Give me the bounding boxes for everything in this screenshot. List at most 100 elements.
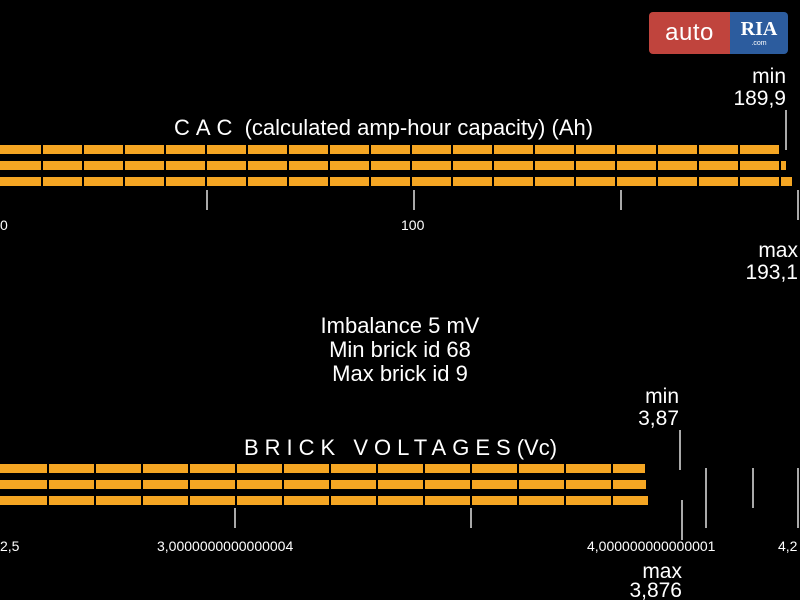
voltage-bar-segment (94, 496, 96, 505)
cac-bar-segment (574, 177, 576, 186)
cac-bar-segment (82, 177, 84, 186)
voltage-bar-segment (564, 496, 566, 505)
cac-axis-label-0: 0 (0, 217, 8, 233)
cac-bar-segment (41, 145, 43, 154)
voltage-bar-segment (235, 480, 237, 489)
watermark-ria-text: RIA (740, 18, 778, 40)
voltage-bar-segment (47, 464, 49, 473)
cac-bar-segment (492, 177, 494, 186)
cac-bar-segment (410, 145, 412, 154)
voltage-title-unit: (Vc) (516, 435, 558, 460)
voltage-bar-segment (188, 496, 190, 505)
cac-bar-segment (410, 161, 412, 170)
cac-bar-segment (533, 145, 535, 154)
cac-bar-segment (205, 161, 207, 170)
min-brick-id-text: Min brick id 68 (329, 337, 471, 362)
cac-axis-tick-50 (206, 190, 208, 210)
cac-bar-segment (533, 177, 535, 186)
cac-min-value: 189,9 (733, 87, 786, 110)
cac-bar-segment (123, 161, 125, 170)
cac-bar-segment (779, 161, 781, 170)
voltage-bar-segment (188, 480, 190, 489)
voltage-bar-segment (470, 464, 472, 473)
voltage-bar-segment (611, 480, 613, 489)
cac-bar-segment (287, 145, 289, 154)
voltage-bar-segment (423, 496, 425, 505)
voltage-bar-2 (0, 480, 646, 489)
voltage-bar-segment (376, 496, 378, 505)
voltage-max-value: 3,876 (629, 579, 682, 600)
cac-bar-3 (0, 177, 792, 186)
voltage-bar-segment (376, 480, 378, 489)
imbalance-text: Imbalance 5 mV (320, 313, 480, 338)
voltage-max-label: max (642, 560, 682, 583)
watermark-ria-sub: .com (751, 40, 767, 47)
cac-bar-segment (656, 177, 658, 186)
voltage-bar-segment (470, 480, 472, 489)
voltage-bar-segment (141, 464, 143, 473)
cac-bar-segment (574, 145, 576, 154)
voltage-bar-3 (0, 496, 648, 505)
cac-bar-segment (738, 145, 740, 154)
voltage-bar-segment (517, 480, 519, 489)
cac-bar-segment (656, 145, 658, 154)
cac-max-label: max (758, 239, 798, 262)
cac-bar-segment (369, 145, 371, 154)
voltage-bar-segment (141, 480, 143, 489)
cac-max-marker (797, 190, 799, 220)
cac-bar-segment (328, 145, 330, 154)
cac-bar-segment (328, 161, 330, 170)
cac-bar-segment (451, 177, 453, 186)
max-brick-id-text: Max brick id 9 (332, 361, 468, 386)
voltage-bar-segment (517, 464, 519, 473)
cac-min-marker (785, 110, 787, 150)
cac-bar-segment (738, 161, 740, 170)
voltage-bar-segment (141, 496, 143, 505)
cac-bar-segment (328, 177, 330, 186)
voltage-bar-segment (282, 496, 284, 505)
cac-axis-tick-150 (620, 190, 622, 210)
cac-bar-segment (369, 177, 371, 186)
cac-bar-segment (574, 161, 576, 170)
cac-bar-segment (246, 161, 248, 170)
cac-max-value: 193,1 (745, 261, 798, 284)
voltage-max-marker (681, 500, 683, 540)
cac-title-spaced: CAC (174, 115, 239, 140)
cac-bar-segment (492, 145, 494, 154)
voltage-axis-label-3: 3,0000000000000004 (157, 538, 294, 554)
cac-bar-segment (246, 145, 248, 154)
cac-bar-segment (738, 177, 740, 186)
cac-axis-tick-100 (413, 190, 415, 210)
voltage-bar-segment (282, 480, 284, 489)
cac-bar-segment (615, 161, 617, 170)
cac-bar-segment (287, 177, 289, 186)
voltage-bar-segment (517, 496, 519, 505)
voltage-bar-segment (235, 464, 237, 473)
voltage-bar-segment (611, 496, 613, 505)
voltage-bar-1 (0, 464, 645, 473)
cac-bar-segment (533, 161, 535, 170)
voltage-axis-tick-4-2 (797, 468, 799, 528)
voltage-title-spaced: BRICK VOLTAGES (244, 435, 517, 460)
voltage-bar-segment (423, 480, 425, 489)
watermark-auto: auto (649, 12, 730, 54)
voltage-bar-segment (282, 464, 284, 473)
cac-bar-segment (287, 161, 289, 170)
cac-bar-segment (697, 161, 699, 170)
watermark-ria: RIA .com (730, 12, 788, 54)
voltage-bar-segment (94, 464, 96, 473)
cac-bar-segment (205, 145, 207, 154)
voltage-axis-label-4: 4,000000000000001 (587, 538, 716, 554)
cac-bar-segment (164, 161, 166, 170)
voltage-axis-tick-4-15 (752, 468, 754, 508)
cac-bar-segment (246, 177, 248, 186)
cac-bar-1 (0, 145, 779, 154)
voltage-bar-segment (470, 496, 472, 505)
voltage-bar-segment (564, 464, 566, 473)
cac-bar-segment (82, 145, 84, 154)
cac-bar-segment (41, 161, 43, 170)
cac-bar-segment (369, 161, 371, 170)
voltage-axis-tick-3-5 (470, 508, 472, 528)
cac-bar-segment (615, 145, 617, 154)
cac-axis-label-100: 100 (401, 217, 425, 233)
